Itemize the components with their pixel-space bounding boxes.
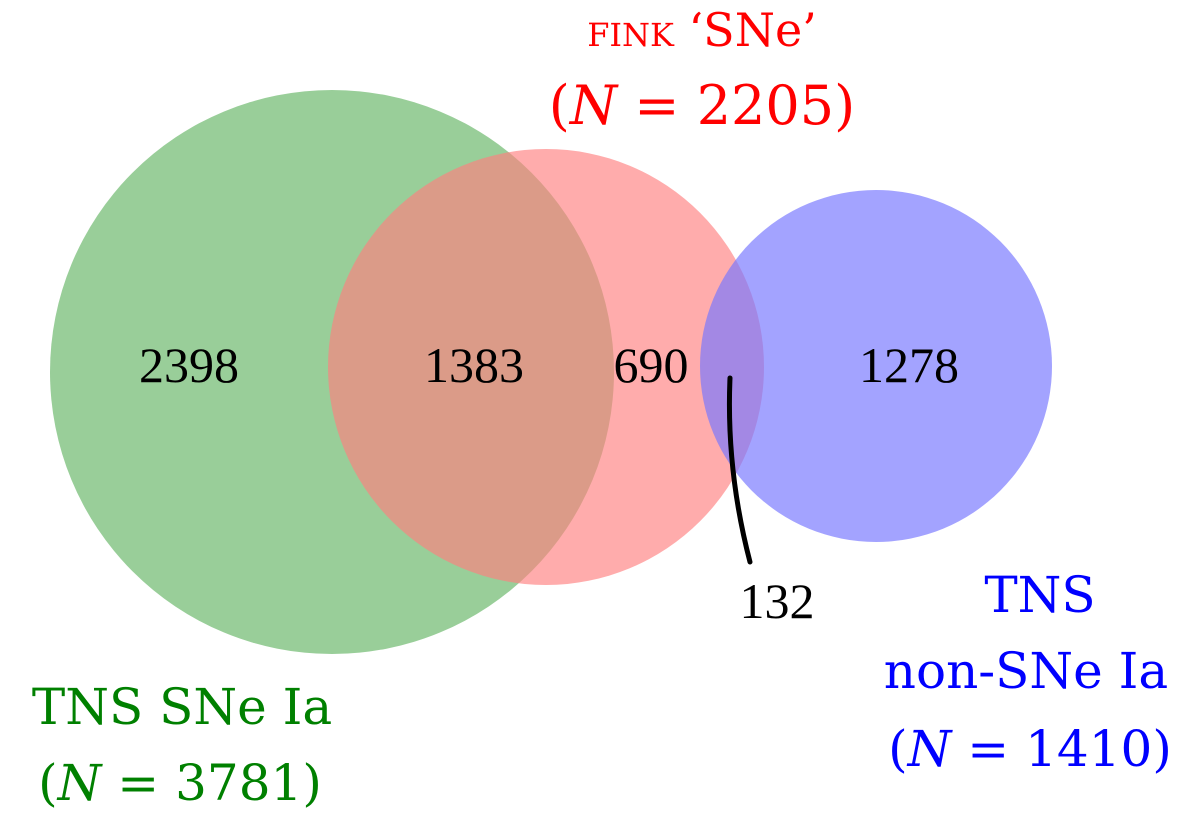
tns-snia-label: TNS SNe Ia (N = 3781) [32, 678, 332, 812]
tns-snia-count-var: N [57, 754, 104, 812]
tns-snia-set-count: (N = 3781) [38, 754, 322, 812]
fink-count-eq: = [617, 74, 697, 137]
region-count-tns-ia-only: 2398 [139, 337, 239, 393]
fink-count-value: 2205 [697, 74, 834, 137]
tns-snia-count-close: ) [302, 754, 322, 812]
fink-name-prefix: fink [587, 3, 675, 57]
tns-non-snia-set-name-line1: TNS [984, 566, 1095, 624]
tns-non-snia-set-name-line2: non-SNe Ia [884, 642, 1168, 700]
fink-count-close: ) [834, 74, 855, 137]
tns-non-snia-count-var: N [907, 720, 954, 778]
tns-snia-count-open: ( [38, 754, 58, 812]
region-count-tns-non-ia-only: 1278 [859, 337, 959, 393]
tns-non-snia-count-open: ( [888, 720, 908, 778]
tns-non-snia-circle [700, 190, 1052, 542]
tns-non-snia-count-eq: = [951, 720, 1025, 778]
fink-label: fink ‘SNe’ (N = 2205) [549, 3, 855, 137]
tns-non-snia-count-close: ) [1152, 720, 1172, 778]
region-count-fink-only: 690 [614, 337, 689, 393]
tns-non-snia-count-value: 1410 [1025, 720, 1152, 778]
tns-snia-count-eq: = [101, 754, 175, 812]
intersection-leader-line [726, 375, 753, 565]
fink-set-name: fink ‘SNe’ [587, 3, 817, 57]
fink-name-suffix: ‘SNe’ [674, 3, 817, 57]
fink-circle [328, 149, 764, 585]
fink-count-var: N [568, 74, 619, 137]
region-count-fink-and-tns-non-ia: 132 [740, 573, 815, 629]
tns-snia-set-name: TNS SNe Ia [32, 678, 332, 736]
fink-set-count: (N = 2205) [549, 74, 855, 137]
tns-non-snia-set-count: (N = 1410) [888, 720, 1172, 778]
fink-count-open: ( [549, 74, 570, 137]
tns-snia-count-value: 3781 [175, 754, 302, 812]
region-count-tns-ia-and-fink: 1383 [424, 337, 524, 393]
tns-non-snia-label: TNS non-SNe Ia (N = 1410) [884, 566, 1172, 778]
